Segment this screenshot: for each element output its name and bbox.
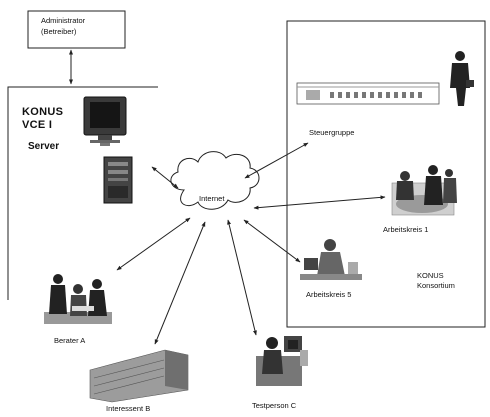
server-label: Server (28, 141, 60, 152)
administrator-line2: (Betreiber) (41, 27, 77, 36)
berater-label: Berater A (54, 336, 86, 345)
konsortium-label-line2: Konsortium (417, 281, 455, 290)
meeting-icon (44, 274, 112, 324)
internet-label: Internet (199, 194, 225, 203)
interessent-label: Interessent B (106, 404, 151, 413)
businessman-icon (450, 51, 474, 106)
server-title: KONUS VCE I (22, 106, 63, 132)
building-icon (296, 82, 440, 105)
server-title-line2: VCE I (22, 119, 53, 131)
server-title-line1: KONUS (22, 106, 64, 118)
person-at-desk-icon (300, 239, 362, 280)
administrator-line1: Administrator (41, 16, 86, 25)
arbeitskreis1-label: Arbeitskreis 1 (383, 225, 429, 234)
arbeitskreis5-label: Arbeitskreis 5 (306, 290, 352, 299)
arrow-internet-arbeitskreis1 (253, 195, 386, 210)
arrow-internet-interessent (154, 221, 206, 345)
meeting-icon (391, 165, 457, 216)
arrow-internet-berater (116, 217, 191, 271)
arrow-internet-testperson (227, 219, 257, 336)
building-icon (89, 349, 189, 403)
arrow-server-internet (151, 166, 179, 189)
administrator-label: Administrator (Betreiber) (41, 16, 85, 36)
konsortium-label-line1: KONUS (417, 271, 444, 280)
steuergruppe-label: Steuergruppe (309, 128, 355, 137)
testperson-label: Testperson C (252, 401, 297, 410)
person-at-desk-icon (256, 336, 308, 386)
computer-icon (83, 96, 127, 146)
server-box (7, 86, 158, 300)
tower-icon (103, 156, 133, 204)
arrow-internet-steuergruppe (244, 142, 309, 179)
administrator-box (27, 10, 126, 49)
konsortium-label: KONUS Konsortium (417, 271, 455, 291)
